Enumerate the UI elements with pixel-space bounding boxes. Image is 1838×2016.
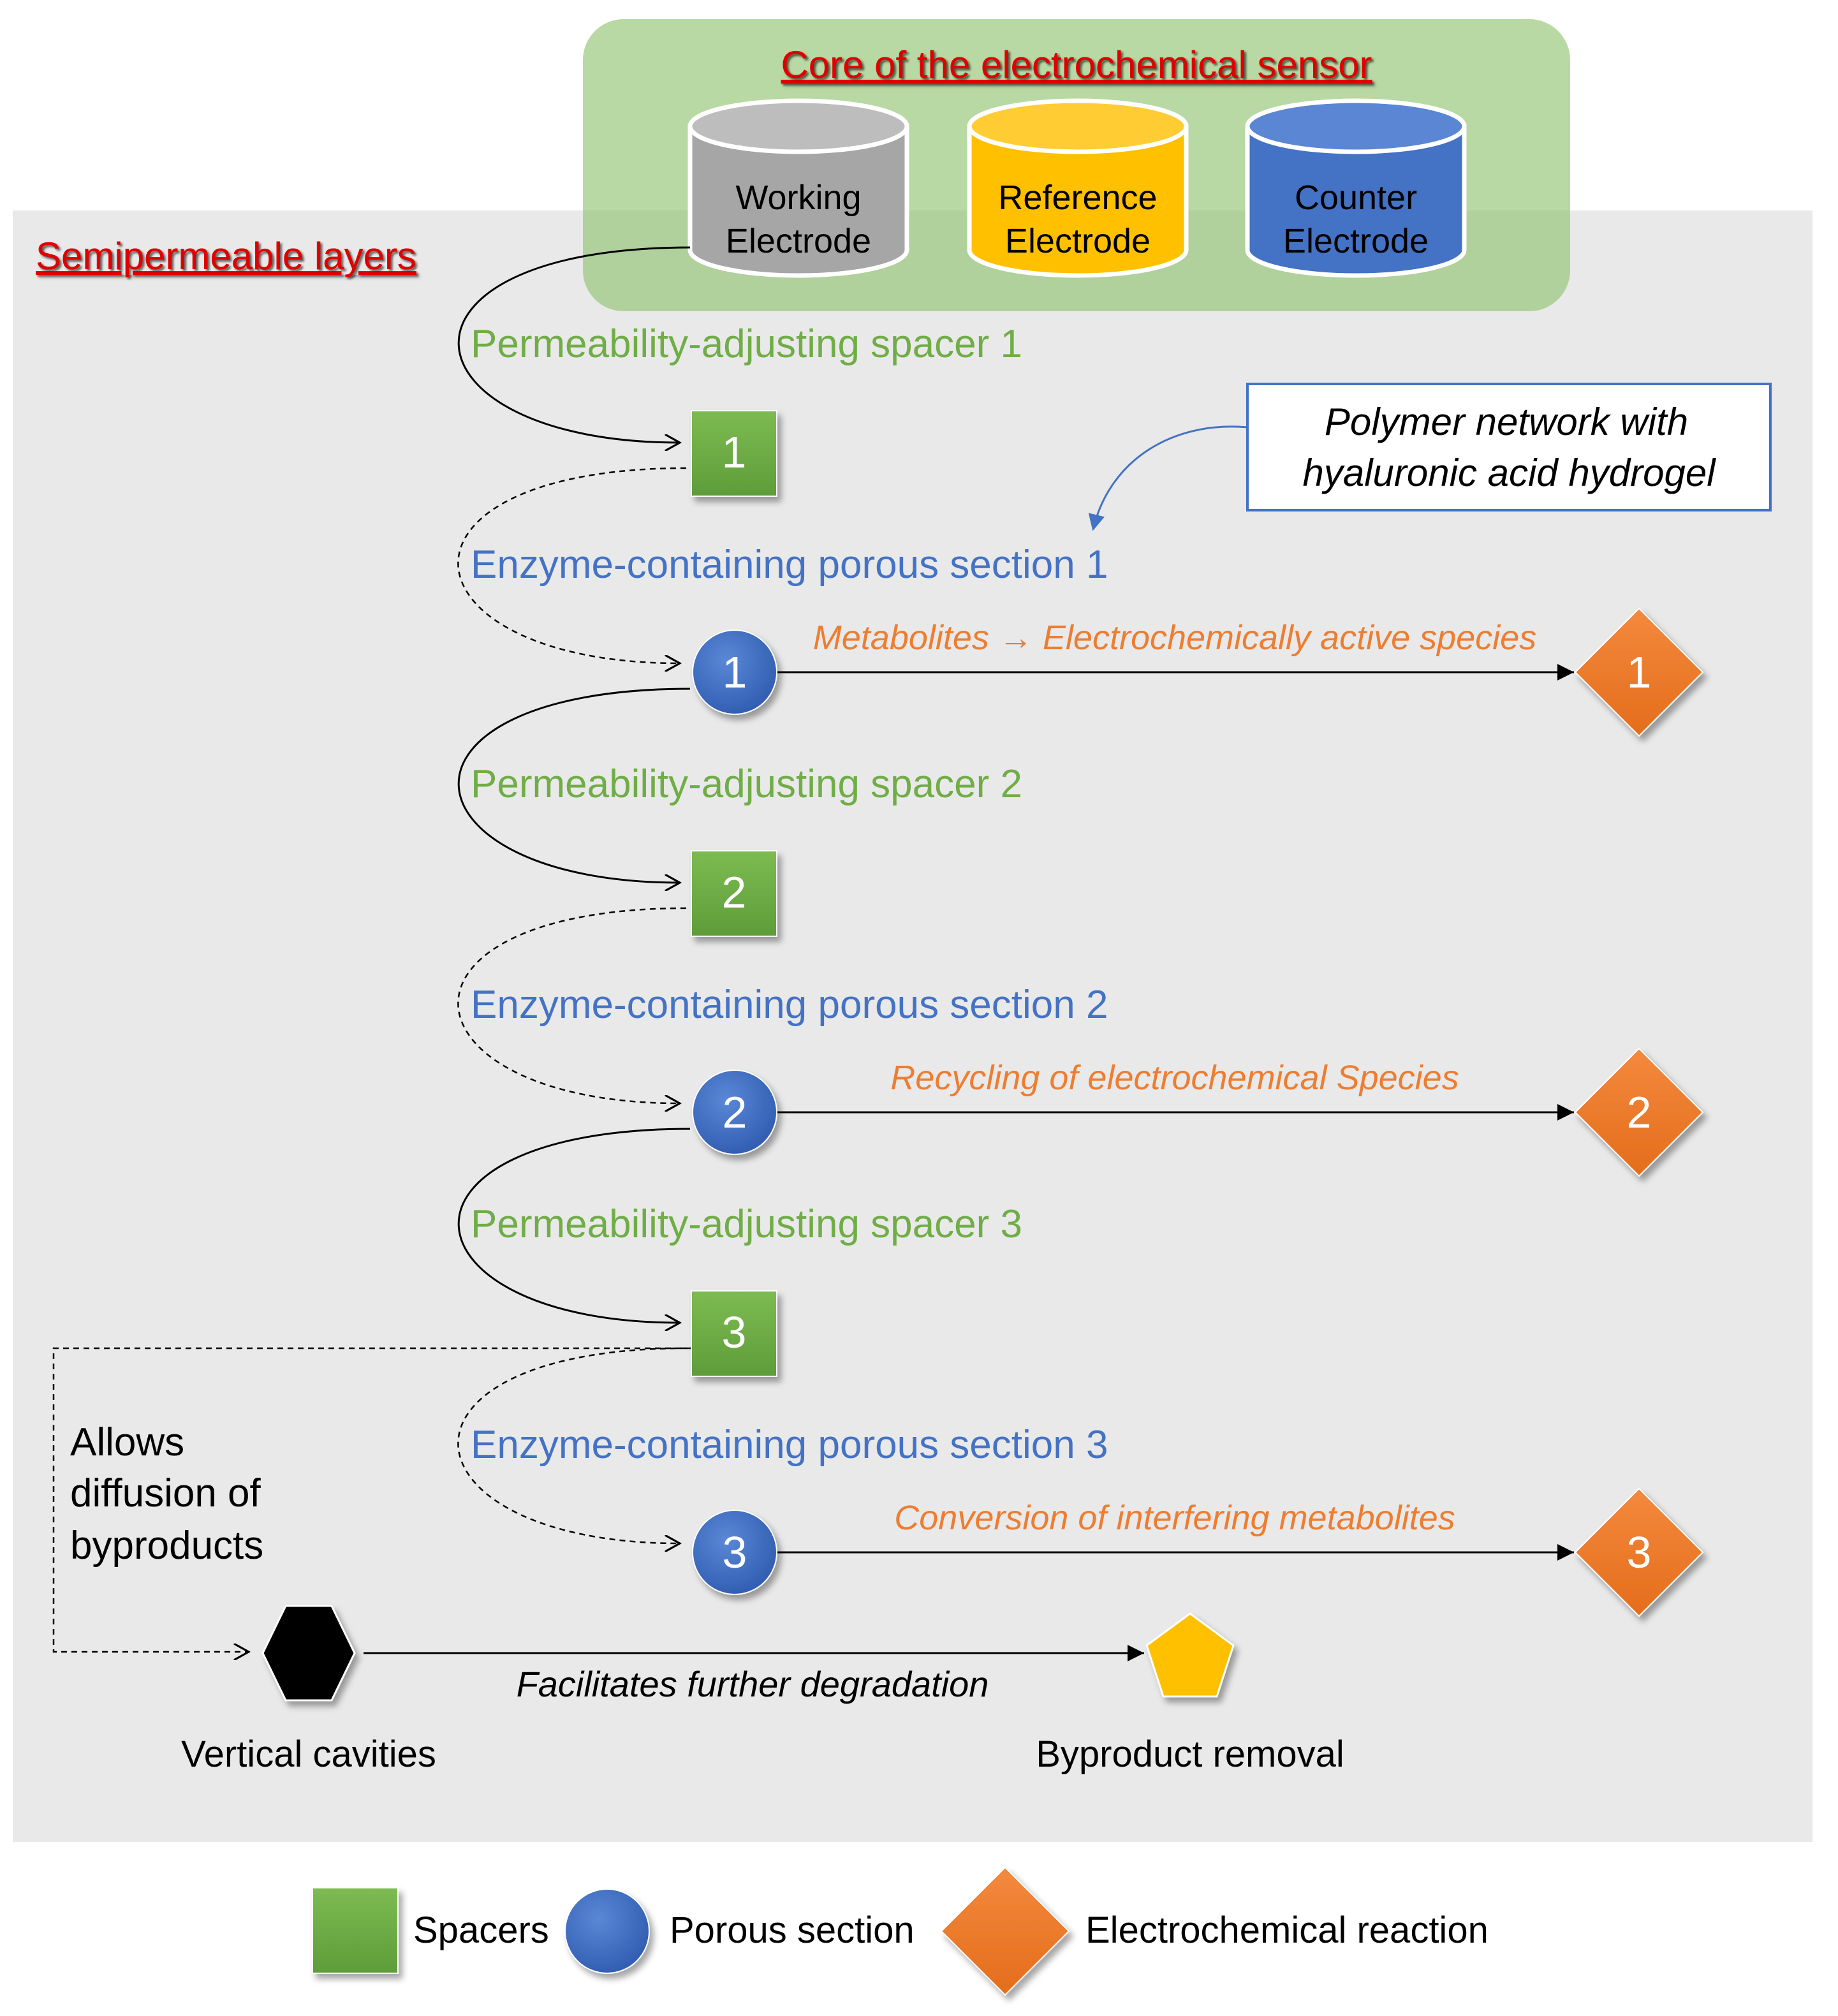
reference-electrode: Reference Electrode	[967, 98, 1189, 278]
spacer-2: 2	[691, 850, 777, 937]
legend-spacer-label: Spacers	[413, 1909, 549, 1951]
porous-section-1-number: 1	[723, 647, 747, 697]
legend-reaction-icon	[940, 1866, 1070, 1996]
porous-section-3-number: 3	[723, 1527, 747, 1577]
legend: Spacers Porous section Electrochemical r…	[312, 1866, 1489, 1996]
spacer-3: 3	[691, 1290, 777, 1377]
working-electrode-label-1: Working	[735, 179, 861, 217]
spacer-2-number: 2	[722, 867, 747, 917]
spacer-2-label: Permeability-adjusting spacer 2	[471, 762, 1022, 806]
byproduct-pentagon	[1145, 1612, 1235, 1698]
vertical-cavities-hexagon	[261, 1605, 356, 1702]
connector-section-1-to-spacer-2	[457, 688, 691, 883]
porous-section-1: 1	[692, 629, 777, 715]
diffusion-label-1: Allows	[70, 1420, 184, 1464]
reaction-1-number: 1	[1627, 647, 1652, 697]
vertical-cavities-label: Vertical cavities	[181, 1733, 436, 1775]
spacer-1: 1	[691, 410, 777, 497]
counter-electrode: Counter Electrode	[1245, 98, 1467, 278]
porous-section-3: 3	[692, 1510, 777, 1595]
reaction-3-number: 3	[1627, 1527, 1652, 1577]
connector-spacer-3-to-cavities	[52, 1347, 691, 1652]
layers-title: Semipermeable layers	[36, 235, 416, 277]
counter-electrode-label-1: Counter	[1295, 179, 1417, 217]
reference-electrode-label-1: Reference	[998, 179, 1157, 217]
callout-box	[1246, 383, 1772, 511]
counter-electrode-label-2: Electrode	[1283, 222, 1429, 260]
callout-line-1: Polymer network with	[1325, 401, 1688, 443]
reaction-1-label: Metabolites → Electrochemically active s…	[813, 619, 1536, 657]
reaction-2-number: 2	[1627, 1087, 1652, 1137]
byproduct-removal-label: Byproduct removal	[1036, 1733, 1344, 1775]
reaction-2-label: Recycling of electrochemical Species	[890, 1059, 1459, 1097]
porous-section-2: 2	[692, 1070, 777, 1155]
connector-electrode-to-spacer-1	[457, 246, 691, 443]
section-2-label: Enzyme-containing porous section 2	[471, 983, 1108, 1027]
section-3-label: Enzyme-containing porous section 3	[471, 1423, 1108, 1467]
reaction-3-label: Conversion of interfering metabolites	[894, 1499, 1455, 1537]
working-electrode: Working Electrode	[687, 98, 909, 278]
connector-spacer-1-to-section-1	[457, 467, 687, 663]
spacer-1-label: Permeability-adjusting spacer 1	[471, 322, 1022, 366]
connector-spacer-3-to-section-3	[457, 1347, 687, 1543]
callout-arrow	[1088, 425, 1248, 531]
legend-porous-icon	[564, 1888, 650, 1974]
callout-line-2: hyaluronic acid hydrogel	[1302, 452, 1716, 494]
legend-spacer-icon	[312, 1887, 399, 1974]
spacer-1-number: 1	[722, 427, 747, 477]
degradation-label: Facilitates further degradation	[517, 1664, 989, 1704]
section-1-label: Enzyme-containing porous section 1	[471, 543, 1108, 587]
spacer-3-label: Permeability-adjusting spacer 3	[471, 1202, 1022, 1246]
reaction-1: 1	[1574, 607, 1704, 737]
diffusion-label-3: byproducts	[70, 1524, 263, 1568]
reference-electrode-label-2: Electrode	[1005, 222, 1151, 260]
spacer-3-number: 3	[722, 1307, 747, 1357]
legend-porous-label: Porous section	[670, 1909, 915, 1951]
connector-spacer-2-to-section-2	[457, 907, 687, 1103]
reaction-3: 3	[1574, 1487, 1704, 1617]
reaction-2: 2	[1574, 1047, 1704, 1177]
legend-reaction-label: Electrochemical reaction	[1085, 1909, 1489, 1951]
porous-section-2-number: 2	[723, 1087, 747, 1137]
working-electrode-label-2: Electrode	[726, 222, 871, 260]
diffusion-label-2: diffusion of	[70, 1471, 261, 1515]
core-title: Core of the electrochemical sensor	[781, 43, 1372, 86]
connector-section-2-to-spacer-3	[457, 1128, 691, 1323]
